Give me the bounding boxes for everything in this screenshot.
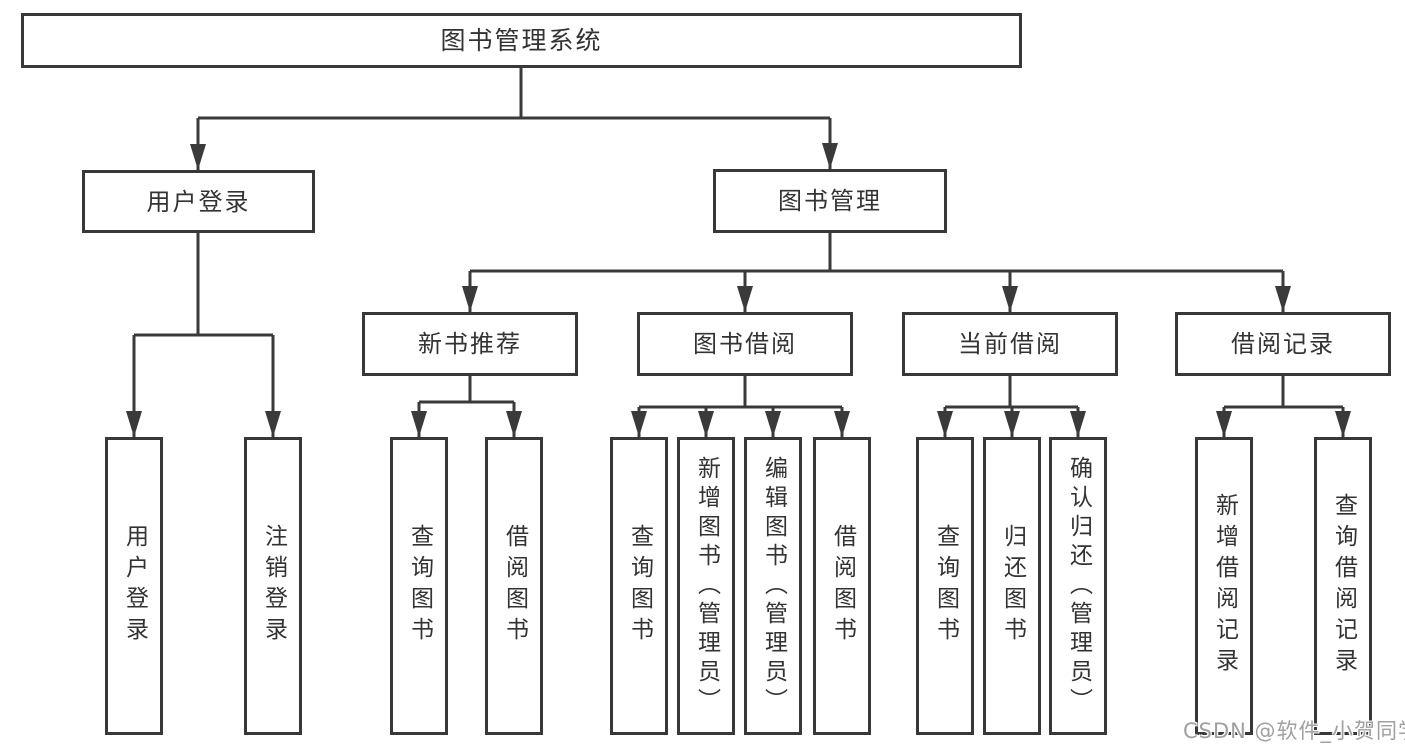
leaf-borrow-books-recommend: 借阅图书: [485, 437, 543, 735]
node-current-borrowing: 当前借阅: [902, 312, 1118, 376]
node-user-login: 用户登录: [82, 170, 315, 233]
node-book-borrowing: 图书借阅: [637, 312, 853, 376]
leaf-user-login: 用户登录: [105, 437, 163, 735]
leaf-query-books-borrowing: 查询图书: [610, 437, 668, 735]
leaf-return-books: 归还图书: [983, 437, 1041, 735]
leaf-query-books-recommend: 查询图书: [390, 437, 448, 735]
node-library-management-system: 图书管理系统: [21, 13, 1022, 68]
node-book-management: 图书管理: [713, 169, 947, 233]
node-borrowing-records: 借阅记录: [1175, 312, 1391, 376]
leaf-add-books-admin: 新增图书（管理员）: [677, 437, 735, 735]
leaf-logout: 注销登录: [244, 437, 302, 735]
leaf-confirm-return-admin: 确认归还（管理员）: [1049, 437, 1107, 735]
node-new-book-recommendation: 新书推荐: [362, 312, 578, 376]
leaf-edit-books-admin: 编辑图书（管理员）: [744, 437, 802, 735]
leaf-borrow-books: 借阅图书: [813, 437, 871, 735]
leaf-query-borrow-record: 查询借阅记录: [1314, 437, 1372, 735]
watermark: CSDN @软件_小贺同学: [1183, 719, 1405, 743]
leaf-add-borrow-record: 新增借阅记录: [1195, 437, 1253, 735]
leaf-query-books-current: 查询图书: [916, 437, 974, 735]
